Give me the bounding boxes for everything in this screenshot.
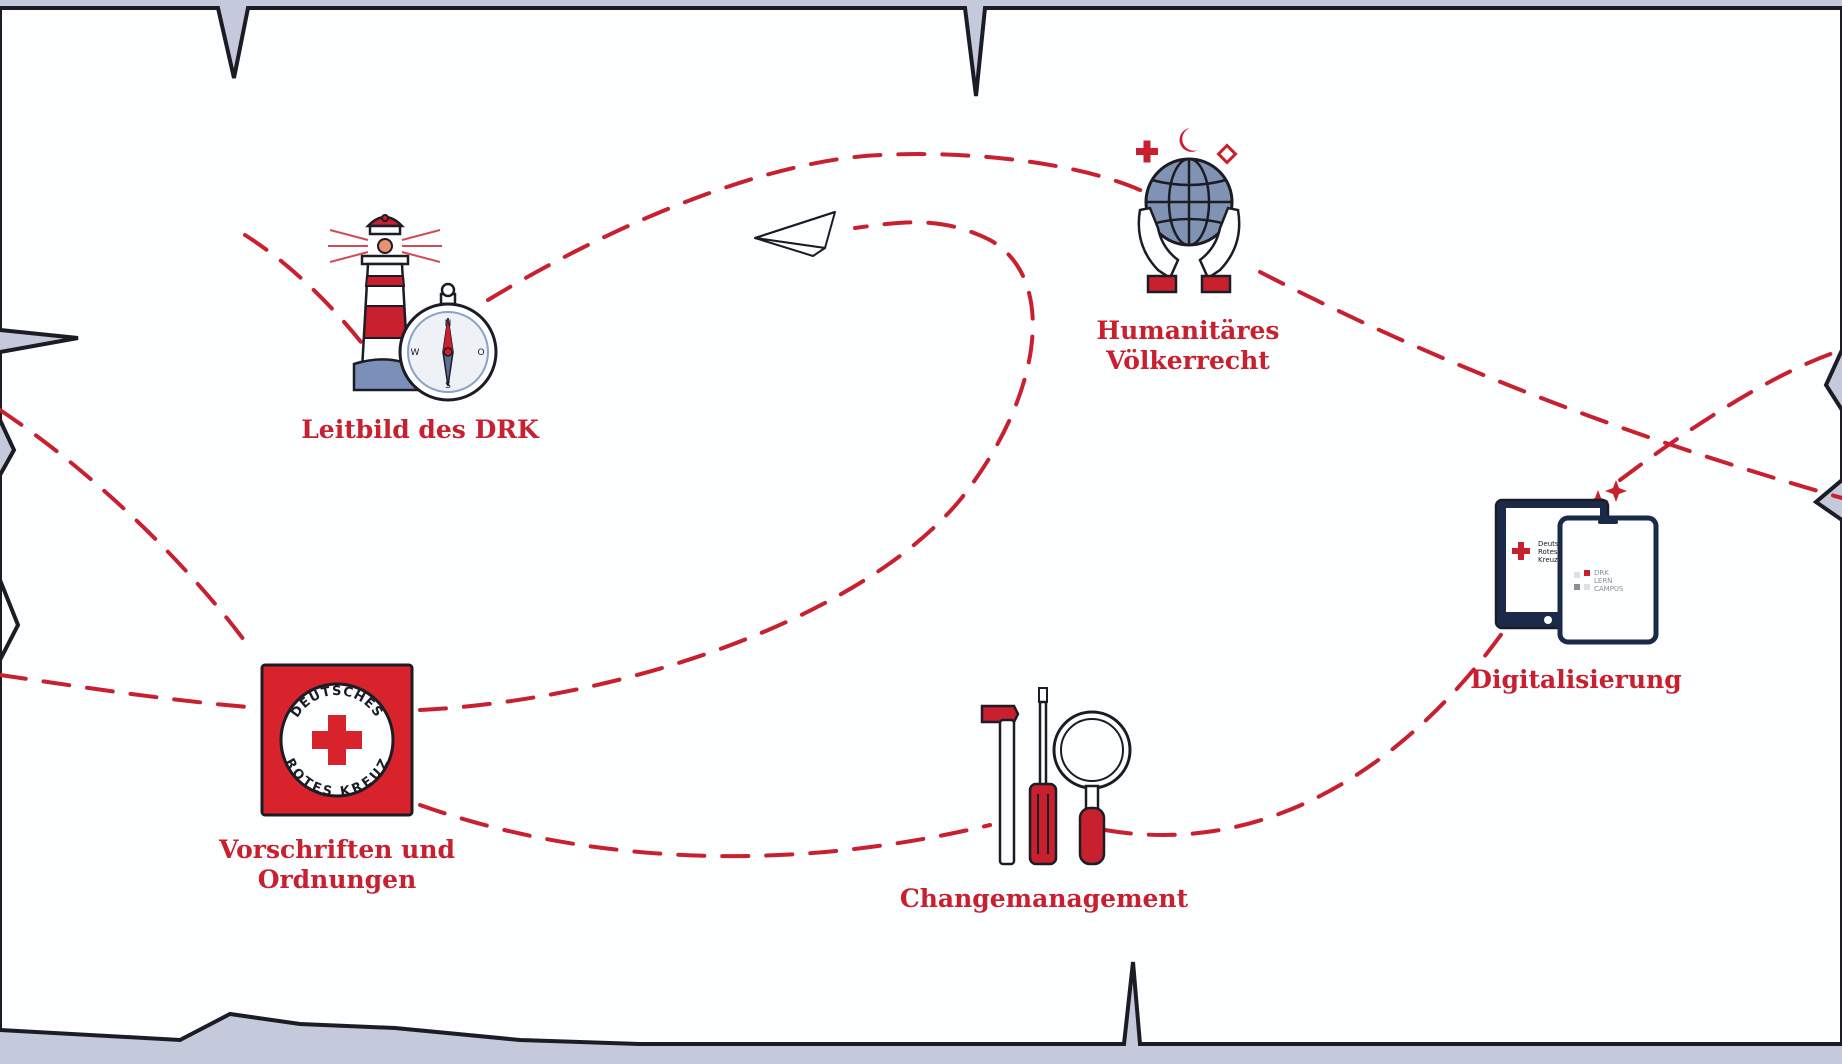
station-voelkerrecht[interactable]: Humanitäres Völkerrecht [1096,120,1280,380]
route-dashed-path [0,152,1842,859]
station-label-line: Leitbild des DRK [301,415,539,444]
station-label-line: Völkerrecht [1106,346,1270,375]
red-cross-logo-icon: DEUTSCHES ROTES KREUZ [260,663,414,817]
tablet-text-line: Rotes [1538,548,1558,556]
station-digitalisierung[interactable]: Deutsches Rotes Kreuz DRK LERN CAMPUS Di… [1470,480,1682,700]
phone-text-line: CAMPUS [1594,585,1624,593]
tablet-phone-icon: Deutsches Rotes Kreuz DRK LERN CAMPUS [1494,480,1659,645]
station-vorschriften[interactable]: DEUTSCHES ROTES KREUZ Vorschriften und O… [219,663,455,903]
station-label-line: Humanitäres [1096,316,1280,345]
globe-in-hands-icon [1136,128,1241,294]
station-label-line: Vorschriften und [218,835,456,864]
compass-letter-n: N [445,319,452,329]
plus-icon [1136,140,1158,163]
lighthouse-compass-icon: N S W O [328,214,498,402]
station-label-line: Changemanagement [899,884,1189,913]
phone-text-line: DRK [1594,569,1609,577]
station-label: Digitalisierung [1470,665,1681,695]
diamond-icon [1216,143,1238,165]
station-label: Leitbild des DRK [301,415,539,445]
station-label-line: Digitalisierung [1470,665,1682,694]
station-label: Vorschriften und Ordnungen [219,835,455,895]
compass-letter-s: S [445,381,451,391]
tablet-text-line: Deutsches [1538,540,1575,548]
compass-letter-o: O [477,348,484,358]
paper-plane-icon [754,211,836,257]
tools-icon [980,687,1132,866]
phone-text-line: LERN [1594,577,1612,585]
compass-letter-w: W [411,348,420,358]
station-changemanagement[interactable]: Changemanagement [900,687,1188,924]
map-paper-sheet [0,6,1842,1046]
station-label: Changemanagement [900,884,1188,914]
station-label: Humanitäres Völkerrecht [1096,316,1279,376]
station-leitbild[interactable]: N S W O Leitbild des DRK [301,210,539,450]
tablet-text-line: Kreuz [1538,556,1558,564]
crescent-icon [1179,128,1198,152]
station-label-line: Ordnungen [257,865,417,894]
